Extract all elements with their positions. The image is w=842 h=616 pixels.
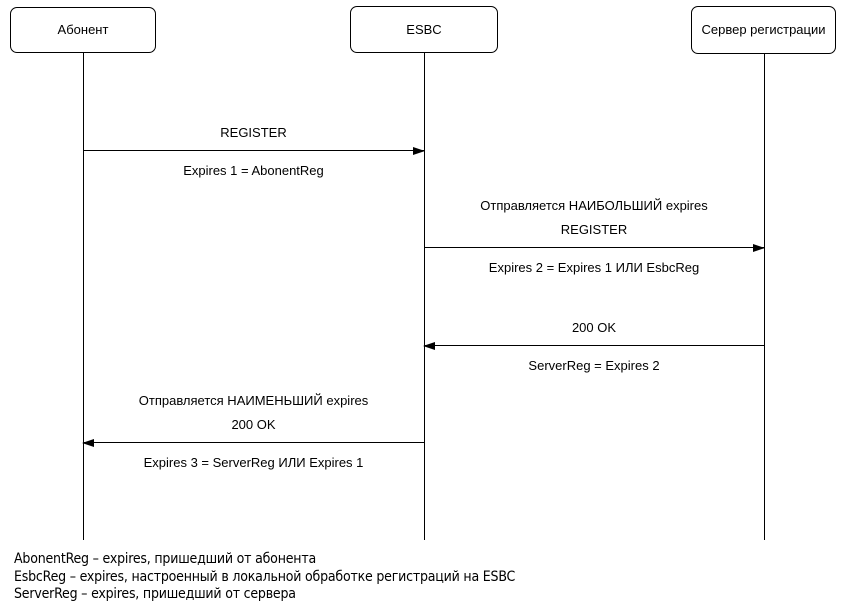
message-detail: Expires 2 = Expires 1 ИЛИ EsbcReg xyxy=(488,260,700,275)
actor-server-box: Сервер регистрации xyxy=(691,6,836,54)
arrowhead-left-icon xyxy=(82,439,94,448)
message-detail: ServerReg = Expires 2 xyxy=(528,358,660,373)
message-note: Отправляется НАИБОЛЬШИЙ expires xyxy=(480,198,708,213)
message-arrow-line xyxy=(423,342,764,351)
message-arrow-line xyxy=(82,439,424,448)
lifeline-esbc xyxy=(423,53,425,540)
actor-server-label: Сервер регистрации xyxy=(701,22,826,37)
lifeline-abonent xyxy=(82,53,84,540)
actor-esbc-box: ESBC xyxy=(350,6,498,53)
lifeline-server xyxy=(763,53,765,540)
message-note: Отправляется НАИМЕНЬШИЙ expires xyxy=(138,393,369,408)
legend-line-serverreg: ServerReg – expires, пришедший от сервер… xyxy=(14,586,296,602)
legend-line-esbcreg: EsbcReg – expires, настроенный в локальн… xyxy=(14,568,516,585)
arrowhead-right-icon xyxy=(753,244,765,253)
actor-abonent-label: Абонент xyxy=(57,22,109,37)
arrowhead-right-icon xyxy=(413,147,425,156)
actor-abonent-box: Абонент xyxy=(10,7,156,53)
legend-line-abonentreg: AbonentReg – expires, пришедший от абоне… xyxy=(14,551,316,567)
arrowhead-left-icon xyxy=(423,342,435,351)
message-label: 200 OK xyxy=(231,417,276,432)
message-arrow-line xyxy=(424,244,765,253)
message-label: REGISTER xyxy=(220,125,287,140)
message-detail: Expires 1 = AbonentReg xyxy=(183,163,324,178)
message-label: 200 OK xyxy=(571,320,617,335)
legend: AbonentReg – expires, пришедший от абоне… xyxy=(14,551,515,604)
message-detail: Expires 3 = ServerReg ИЛИ Expires 1 xyxy=(143,455,364,470)
actor-esbc-label: ESBC xyxy=(406,21,442,37)
message-arrow-line xyxy=(83,147,425,156)
message-label: REGISTER xyxy=(560,222,628,237)
